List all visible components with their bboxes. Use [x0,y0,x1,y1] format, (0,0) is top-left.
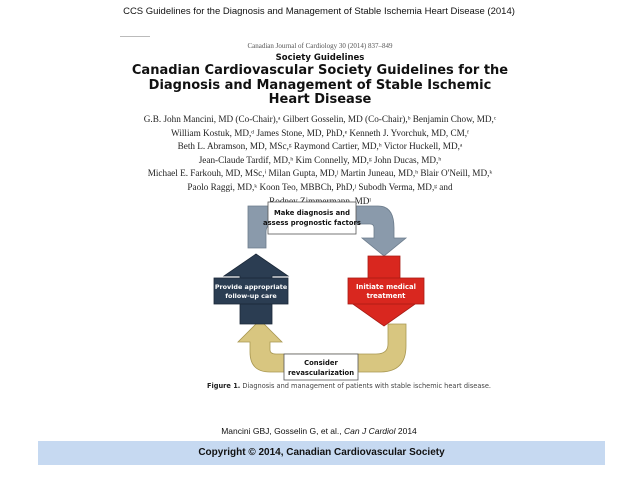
citation: Mancini GBJ, Gosselin G, et al., Can J C… [0,426,638,436]
slide-title: CCS Guidelines for the Diagnosis and Man… [123,6,515,17]
paper-title-line: Diagnosis and Management of Stable Ische… [148,77,492,93]
arrow-bottom [237,319,407,373]
step-label-top: Make diagnosis and [274,209,350,217]
author-line: Beth L. Abramson, MD, MSc,ᵍ Raymond Cart… [177,141,463,152]
step-label-bottom: Consider [304,359,338,367]
citation-journal: Can J Cardiol [344,426,396,436]
management-cycle-diagram: Make diagnosis and assess prognostic fac… [213,201,425,381]
section-heading: Society Guidelines [275,53,365,63]
figure-caption: Figure 1. Diagnosis and management of pa… [207,382,497,391]
step-box-bottom [283,353,359,381]
author-line: Michael E. Farkouh, MD, MSc,ⁱ Milan Gupt… [147,168,493,179]
citation-authors: Mancini GBJ, Gosselin G, et al., [221,426,345,436]
paper-title-line: Heart Disease [268,92,372,107]
author-line: Jean-Claude Tardif, MD,ʰ Kim Connelly, M… [198,154,442,165]
author-line: William Kostuk, MD,ᵈ James Stone, MD, Ph… [171,127,469,138]
step-label-left: Provide appropriate [215,283,288,291]
step-box-right [347,277,425,305]
step-label-right: Initiate medical [356,283,416,291]
citation-year: 2014 [395,426,417,436]
author-line: Rodney Zimmermann, MDˡ [269,195,371,206]
step-label-right: treatment [367,292,407,300]
step-box-top [267,201,357,235]
step-label-bottom: revascularization [288,369,354,377]
figure-caption-label: Figure 1. [207,382,241,390]
paper-title-line: Canadian Cardiovascular Society Guidelin… [131,63,509,78]
journal-line: Canadian Journal of Cardiology 30 (2014)… [247,42,393,50]
author-list: G.B. John Mancini, MD (Co-Chair),ᵃ Gilbe… [100,113,540,208]
step-label-top: assess prognostic factors [263,219,361,227]
figure-caption-text: Diagnosis and management of patients wit… [240,382,491,390]
copyright-bar: Copyright © 2014, Canadian Cardiovascula… [38,441,605,465]
author-line: G.B. John Mancini, MD (Co-Chair),ᵃ Gilbe… [143,114,497,124]
step-label-left: follow-up care [225,292,277,300]
author-line: Paolo Raggi, MD,ᵏ Koon Teo, MBBCh, PhD,ʲ… [187,181,453,192]
step-box-left [213,277,289,305]
divider-line [120,36,150,37]
paper-title: Canadian Cardiovascular Society Guidelin… [128,63,512,108]
